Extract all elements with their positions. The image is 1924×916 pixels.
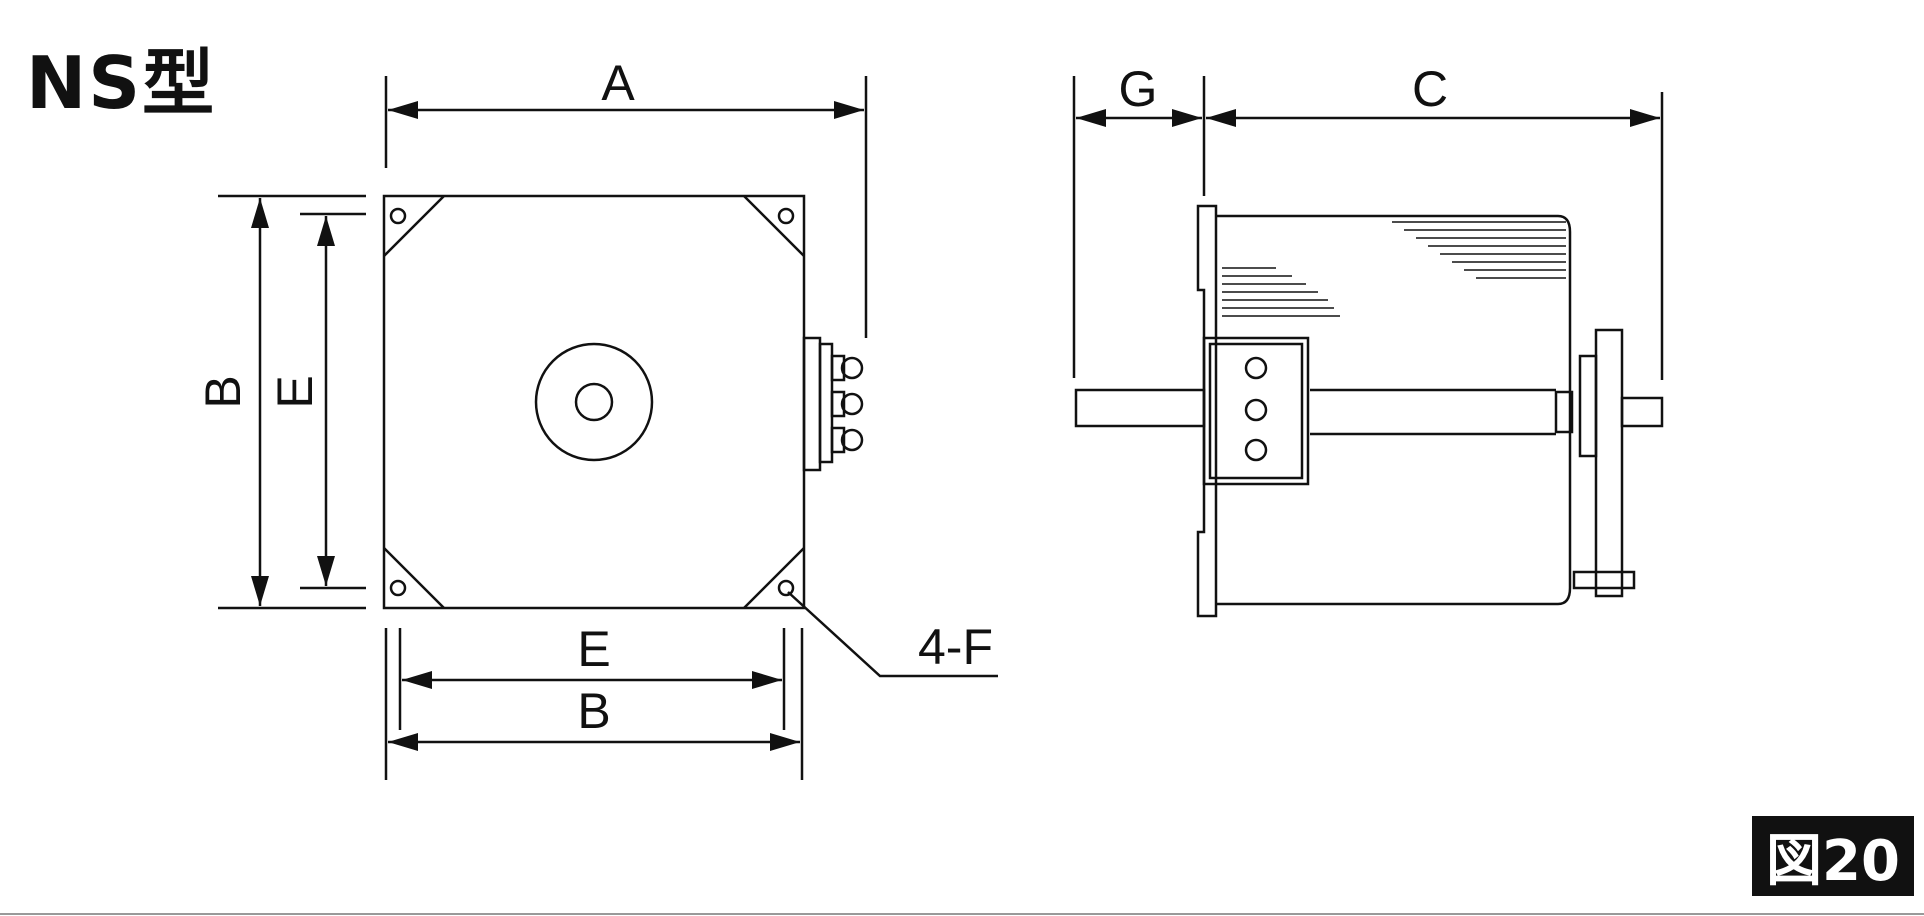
output-shaft <box>1074 388 1206 428</box>
side-flange <box>1196 204 1218 618</box>
dim-label-e-horizontal: E <box>577 621 610 677</box>
mount-hole-tl <box>389 207 407 225</box>
terminal-block <box>818 342 834 464</box>
shaft-collar <box>1554 390 1574 434</box>
side-terminal-box-inner <box>1208 342 1304 480</box>
corner-gusset-br <box>743 547 805 609</box>
mount-hole-br <box>777 579 795 597</box>
terminal-screws <box>830 354 864 454</box>
figure-badge: 図20 <box>1752 816 1914 896</box>
rear-stub-shaft <box>1620 396 1664 428</box>
terminal-hole-2 <box>1244 398 1268 422</box>
rear-plate-mount <box>1578 354 1598 458</box>
corner-gusset-bl <box>383 547 445 609</box>
terminal-hole-3 <box>1244 438 1268 462</box>
dim-label-c: C <box>1412 61 1448 117</box>
rear-bracket-foot <box>1572 570 1636 590</box>
shaft-hub-outer <box>534 342 654 462</box>
terminal-hole-1 <box>1244 356 1268 380</box>
rear-plate <box>1594 328 1624 598</box>
mount-hole-tr <box>777 207 795 225</box>
dim-label-b-vertical: B <box>195 375 251 408</box>
dim-label-a: A <box>601 55 635 111</box>
side-terminal-box <box>1202 336 1310 486</box>
body-shading <box>1222 221 1566 317</box>
front-view <box>218 76 998 780</box>
motor-body <box>1216 214 1572 606</box>
corner-gusset-tl <box>383 195 445 257</box>
side-view-labels: G C <box>1119 61 1449 117</box>
side-view <box>1072 76 1664 618</box>
corner-gusset-tr <box>743 195 805 257</box>
shaft-hub-inner <box>574 382 614 422</box>
front-view-labels: A B E E B 4-F <box>195 55 993 739</box>
terminal-plate <box>802 336 822 472</box>
dim-label-e-vertical: E <box>267 375 323 408</box>
page-title: NS型 <box>26 41 217 125</box>
hole-callout-leader <box>787 591 998 678</box>
dim-label-b-horizontal: B <box>577 683 610 739</box>
hole-callout-label: 4-F <box>918 619 993 675</box>
dim-label-g: G <box>1119 61 1158 117</box>
mount-hole-bl <box>389 579 407 597</box>
front-body <box>382 194 806 610</box>
